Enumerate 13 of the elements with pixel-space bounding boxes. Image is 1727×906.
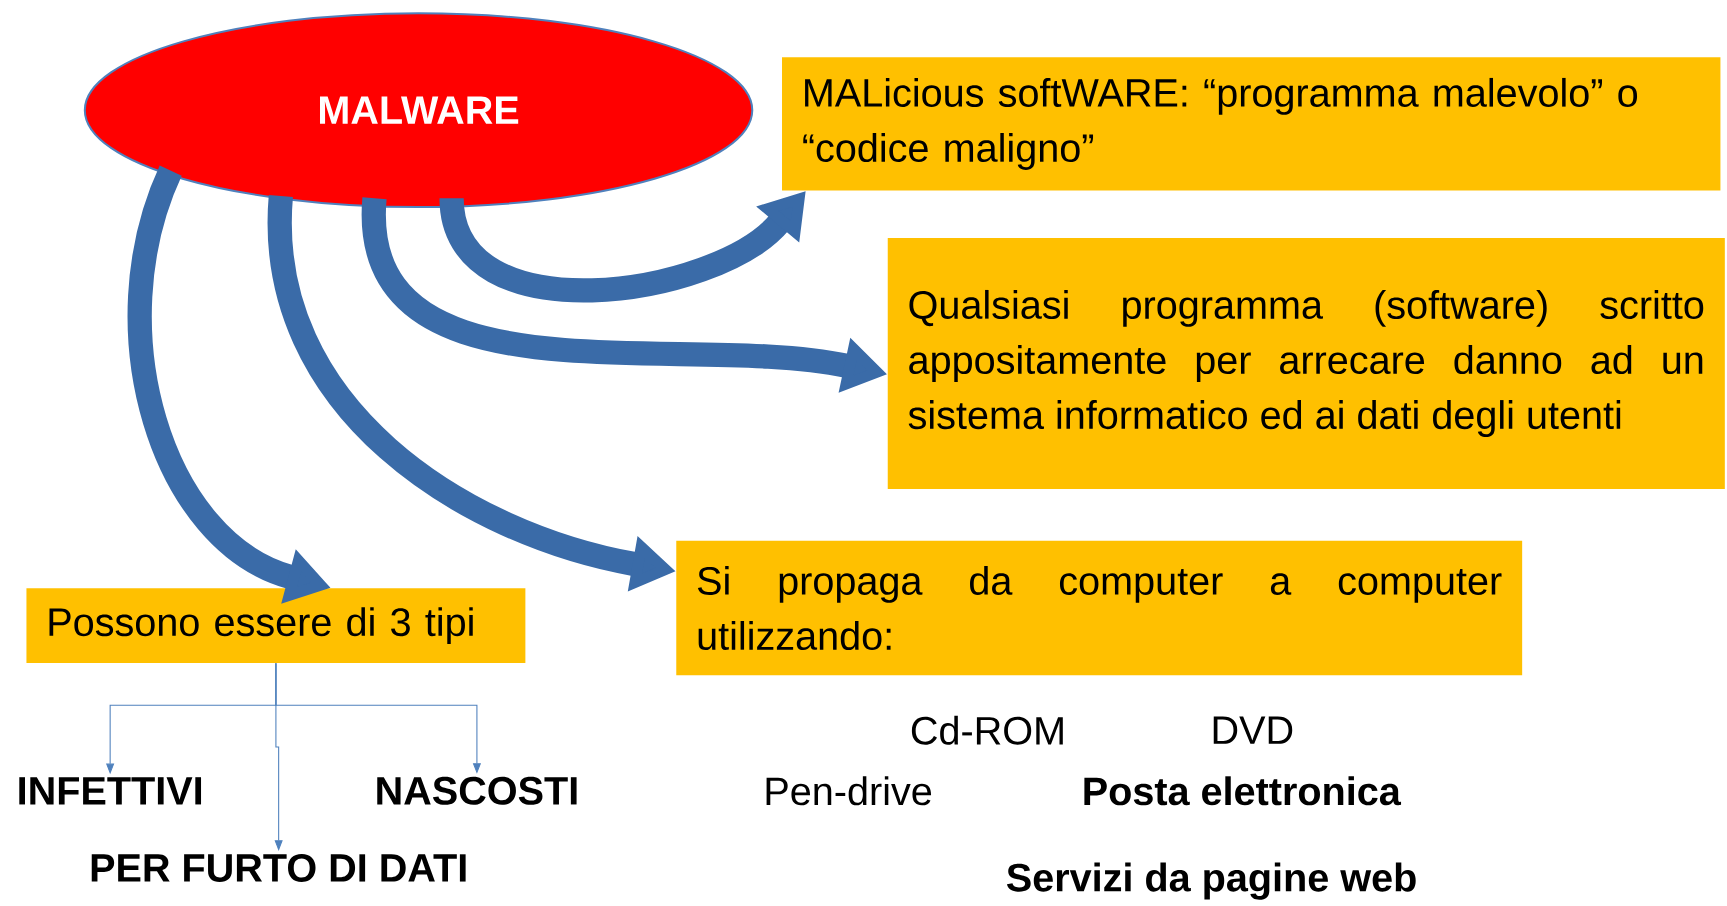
- media-label: Cd-ROM: [911, 715, 1063, 745]
- text-box: Possono essere di 3 tipi: [26, 587, 526, 663]
- category-label: INFETTIVI: [19, 777, 202, 805]
- media-label: Servizi da pagine web: [1006, 862, 1416, 900]
- category-label: NASCOSTI: [377, 776, 577, 805]
- text-box: MALicious softWARE: “programma malevolo” o “codice maligno”: [782, 57, 1721, 191]
- media-label: Pen-drive: [766, 776, 932, 806]
- media-label: DVD: [1213, 716, 1293, 744]
- category-label: PER FURTO DI DATI: [91, 853, 466, 882]
- media-label: Posta elettronica: [1084, 776, 1402, 806]
- ellipse-node: MALWARE: [83, 12, 754, 208]
- text-box: Si propaga da computer a computer utilizzando:: [676, 540, 1523, 675]
- text-box: Qualsiasi programma (software) scritto appositamente per arrecare danno ad un sistema informatico ed ai dati degli utenti: [887, 237, 1725, 489]
